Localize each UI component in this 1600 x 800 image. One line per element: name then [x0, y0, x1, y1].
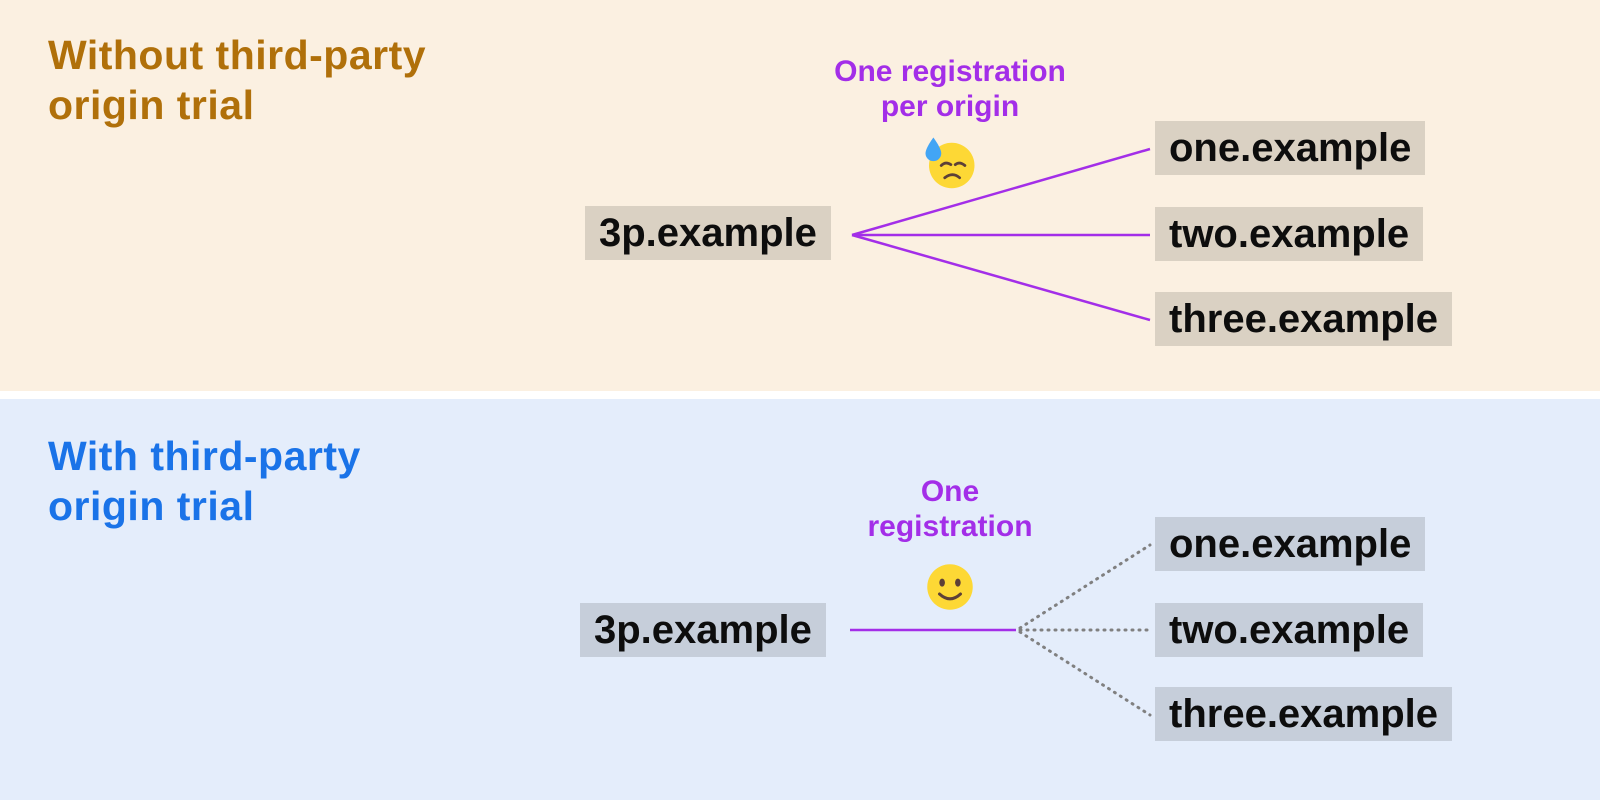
- panel-without-origin-trial: Without third-party origin trial One reg…: [0, 0, 1600, 391]
- panel-title: Without third-party origin trial: [48, 30, 426, 130]
- line-to-three-example: [851, 233, 1151, 322]
- registration-annotation: One registration: [750, 475, 1150, 544]
- annotation-line1: One registration: [834, 55, 1066, 88]
- panel-title-line1: With third-party: [48, 433, 361, 479]
- target-origin-node: three.example: [1155, 687, 1453, 741]
- source-origin-node: 3p.example: [585, 206, 831, 260]
- panel-title-line1: Without third-party: [48, 32, 427, 78]
- target-origin-node: one.example: [1155, 517, 1426, 571]
- panel-title-line2: origin trial: [48, 82, 255, 129]
- annotation-line1: One: [920, 475, 980, 508]
- slightly-smiling-face-icon: [927, 564, 973, 610]
- panel-with-origin-trial: With third-party origin trial One regist…: [0, 399, 1600, 800]
- annotation-line2: per origin: [880, 89, 1020, 123]
- target-origin-node: two.example: [1155, 603, 1424, 657]
- dotted-line-to-three-example: [1018, 630, 1152, 717]
- panel-title-line2: origin trial: [48, 483, 255, 530]
- source-origin-node: 3p.example: [580, 603, 826, 657]
- target-origin-node: two.example: [1155, 207, 1424, 261]
- downcast-face-with-sweat-icon: [925, 137, 975, 189]
- line-to-one-example: [851, 147, 1151, 237]
- registration-annotation: One registration per origin: [750, 55, 1150, 124]
- target-origin-node: three.example: [1155, 292, 1453, 346]
- dotted-line-to-one-example: [1018, 543, 1152, 630]
- target-origin-node: one.example: [1155, 121, 1426, 175]
- annotation-line2: registration: [867, 509, 1033, 543]
- panel-title: With third-party origin trial: [48, 431, 361, 531]
